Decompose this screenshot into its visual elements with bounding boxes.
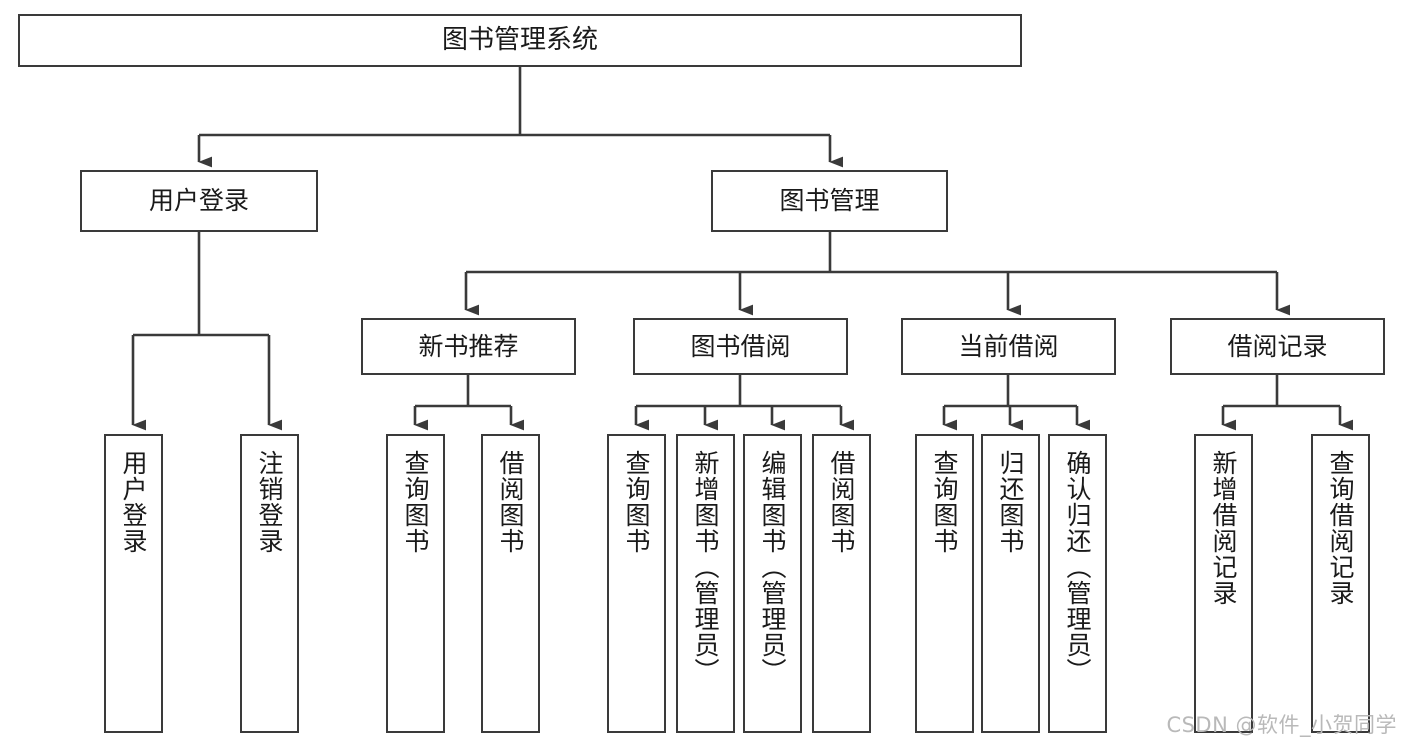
leaf-recommend-borrow-book[interactable]: 借阅图书 bbox=[481, 434, 540, 733]
node-borrow-record[interactable]: 借阅记录 bbox=[1170, 318, 1385, 375]
watermark-text: CSDN @软件_小贺同学 bbox=[1166, 713, 1397, 737]
leaf-borrow-query-book[interactable]: 查询图书 bbox=[607, 434, 666, 733]
leaf-recommend-query-book[interactable]: 查询图书 bbox=[386, 434, 445, 733]
node-label: 用户登录 bbox=[148, 186, 249, 216]
node-book-management[interactable]: 图书管理 bbox=[711, 170, 948, 232]
node-label: 新书推荐 bbox=[418, 331, 519, 361]
node-label: 借阅图书 bbox=[827, 450, 856, 554]
node-label: 确认归还（管理员） bbox=[1063, 450, 1092, 684]
node-label: 图书管理系统 bbox=[441, 25, 598, 56]
leaf-current-query-book[interactable]: 查询图书 bbox=[915, 434, 974, 733]
node-label: 查询图书 bbox=[401, 450, 430, 554]
node-label: 图书借阅 bbox=[690, 331, 791, 361]
leaf-borrow-edit-book-admin[interactable]: 编辑图书（管理员） bbox=[743, 434, 802, 733]
node-label: 新增借阅记录 bbox=[1209, 450, 1238, 606]
node-root-system[interactable]: 图书管理系统 bbox=[18, 14, 1022, 67]
node-label: 借阅记录 bbox=[1227, 331, 1328, 361]
leaf-record-query-record[interactable]: 查询借阅记录 bbox=[1311, 434, 1370, 733]
node-label: 借阅图书 bbox=[496, 450, 525, 554]
leaf-user-login-login[interactable]: 用户登录 bbox=[104, 434, 163, 733]
leaf-borrow-add-book-admin[interactable]: 新增图书（管理员） bbox=[676, 434, 735, 733]
node-label: 注销登录 bbox=[255, 450, 284, 554]
leaf-current-confirm-return-admin[interactable]: 确认归还（管理员） bbox=[1048, 434, 1107, 733]
node-label: 用户登录 bbox=[119, 450, 148, 554]
node-label: 编辑图书（管理员） bbox=[758, 450, 787, 684]
node-label: 查询图书 bbox=[930, 450, 959, 554]
node-label: 查询借阅记录 bbox=[1326, 450, 1355, 606]
node-label: 归还图书 bbox=[996, 450, 1025, 554]
leaf-record-add-record[interactable]: 新增借阅记录 bbox=[1194, 434, 1253, 733]
leaf-borrow-borrow-book[interactable]: 借阅图书 bbox=[812, 434, 871, 733]
node-label: 新增图书（管理员） bbox=[691, 450, 720, 684]
leaf-user-login-logout[interactable]: 注销登录 bbox=[240, 434, 299, 733]
node-user-login[interactable]: 用户登录 bbox=[80, 170, 318, 232]
node-label: 当前借阅 bbox=[958, 331, 1059, 361]
node-new-book-recommend[interactable]: 新书推荐 bbox=[361, 318, 576, 375]
node-current-borrow[interactable]: 当前借阅 bbox=[901, 318, 1116, 375]
node-book-borrow[interactable]: 图书借阅 bbox=[633, 318, 848, 375]
leaf-current-return-book[interactable]: 归还图书 bbox=[981, 434, 1040, 733]
node-label: 图书管理 bbox=[779, 186, 880, 216]
node-label: 查询图书 bbox=[622, 450, 651, 554]
